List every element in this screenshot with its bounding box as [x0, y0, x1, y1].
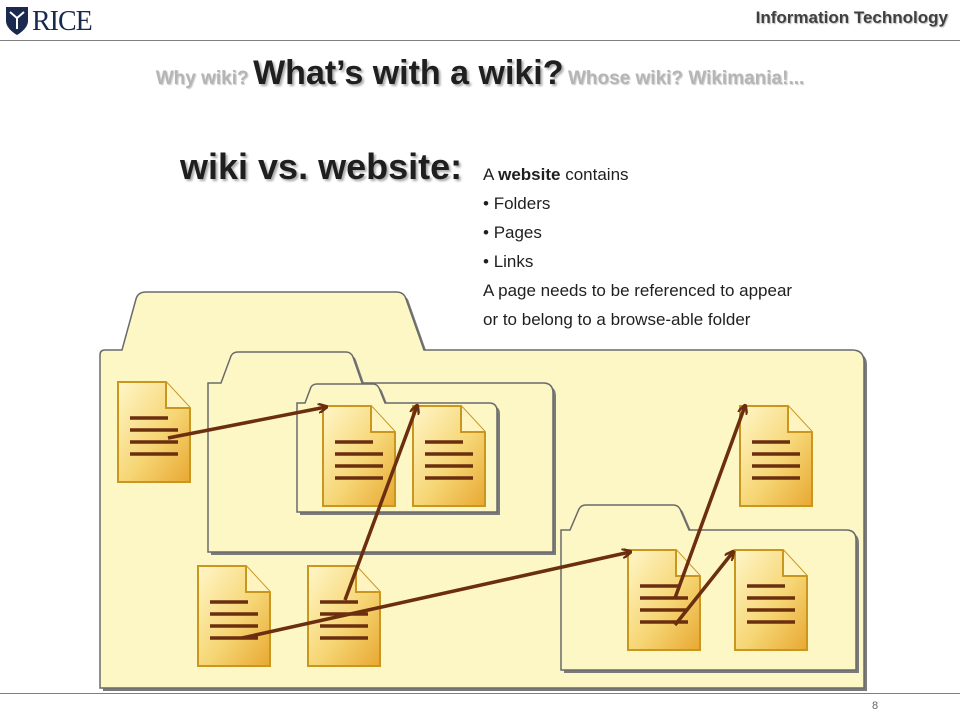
slide-subtitle: wiki vs. website:: [180, 146, 463, 187]
page-icon: [411, 404, 487, 508]
page-icon: [116, 380, 192, 484]
slide-title: Why wiki? What’s with a wiki? Whose wiki…: [0, 54, 960, 93]
title-suffix: Whose wiki? Wikimania!...: [567, 68, 805, 89]
title-main: What’s with a wiki?: [253, 54, 564, 92]
rice-shield-icon: [6, 7, 28, 35]
bullet-folders: Folders: [483, 189, 903, 218]
intro-text: A: [483, 165, 499, 184]
intro-bold: website: [498, 165, 561, 184]
header-divider: [0, 40, 960, 41]
note-line-1: A page needs to be referenced to appear: [483, 281, 793, 300]
website-intro: A website contains: [483, 160, 903, 189]
page-number: 8: [872, 700, 879, 712]
title-prefix: Why wiki?: [155, 68, 249, 89]
footer-divider: [0, 693, 960, 694]
logo-text: RICE: [32, 6, 93, 37]
bullet-pages: Pages: [483, 218, 903, 247]
intro-text-end: contains: [560, 165, 629, 184]
page-icon: [733, 548, 809, 652]
page-icon: [738, 404, 814, 508]
department-label: Information Technology: [755, 8, 948, 27]
note-line-2: or to belong to a browse-able folder: [483, 310, 751, 329]
page-icon: [626, 548, 702, 652]
link-arrow: [241, 552, 630, 640]
page-icon: [196, 564, 272, 668]
link-arrow: [167, 407, 326, 440]
website-description: A website contains Folders Pages Links A…: [483, 160, 903, 334]
link-arrow: [343, 406, 417, 601]
link-arrow: [673, 406, 745, 599]
rice-logo: RICE: [4, 2, 124, 38]
bullet-links: Links: [483, 247, 903, 276]
link-arrow: [673, 552, 733, 627]
